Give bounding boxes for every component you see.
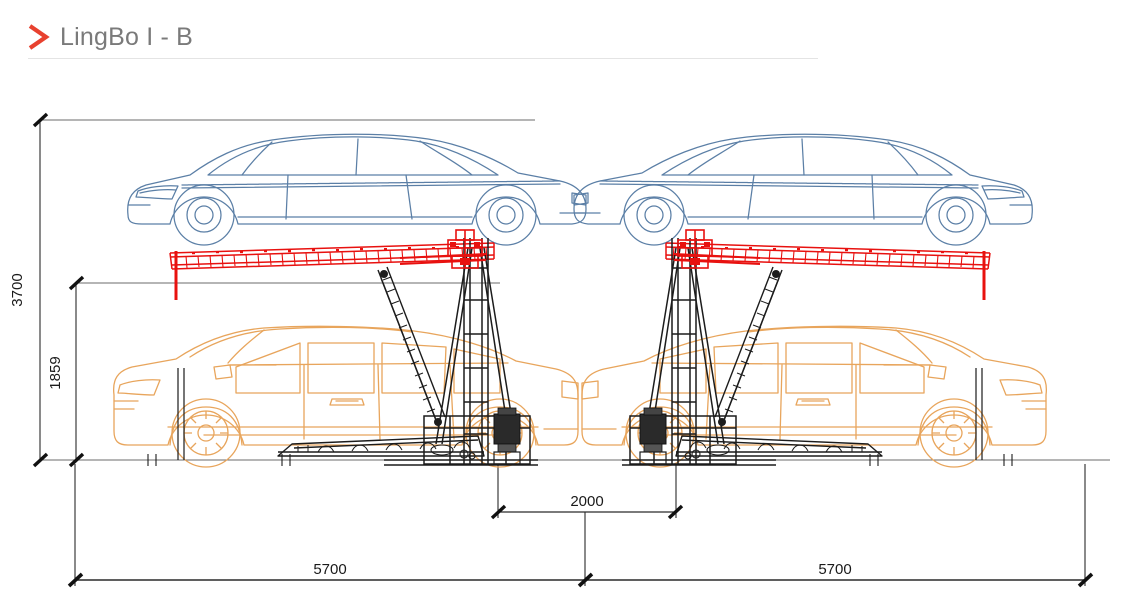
right-bay	[573, 133, 1048, 468]
lift-arm-right	[714, 266, 783, 429]
lift-arm-left	[377, 266, 446, 429]
page-title: LingBo I - B	[60, 23, 194, 51]
dimension-label-3700: 3700	[9, 273, 26, 306]
cad-drawing: 2000 5700 5700 3700 1859	[0, 68, 1136, 606]
ground-guides-right	[975, 368, 983, 460]
dimension-5700-pair: 5700 5700	[67, 464, 1094, 588]
upper-vehicle-left	[127, 133, 587, 246]
ramp-deck-left	[277, 435, 485, 457]
dimension-label-5700-right: 5700	[818, 561, 851, 578]
dimension-2000: 2000	[490, 464, 684, 520]
dimension-label-2000: 2000	[570, 493, 603, 510]
dimension-label-1859: 1859	[47, 356, 64, 389]
platform-crossbeam-right	[673, 253, 761, 265]
ground-guides-left	[177, 368, 185, 460]
ground-ticks	[147, 454, 1013, 466]
dimension-ticks	[32, 112, 85, 468]
left-bay	[112, 133, 587, 468]
platform-crossbeam-left	[399, 253, 487, 265]
dimension-label-5700-left: 5700	[313, 561, 346, 578]
upper-vehicle-right	[573, 133, 1033, 246]
page-header: LingBo I - B	[0, 0, 1136, 68]
header-divider	[28, 58, 818, 59]
ramp-deck-right	[675, 435, 883, 457]
dimension-lines	[39, 119, 1110, 461]
chevron-right-icon	[26, 22, 52, 52]
